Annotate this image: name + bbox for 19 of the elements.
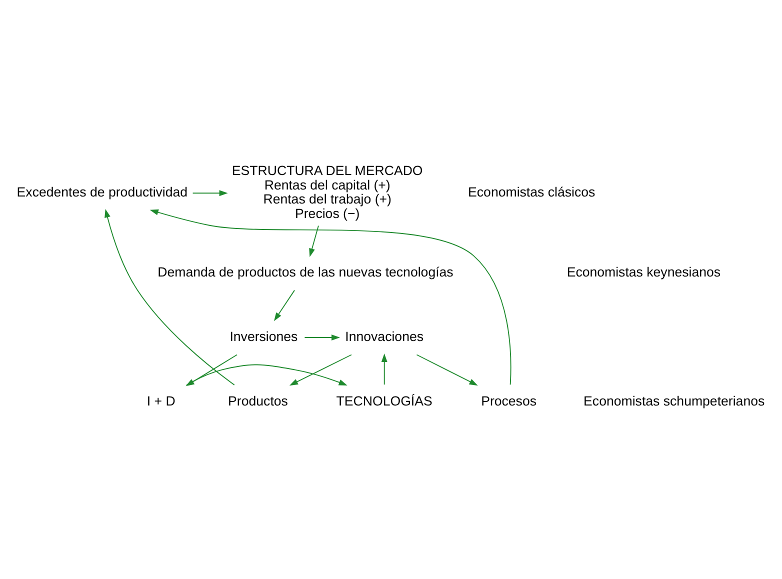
node-text: Demanda de productos de las nuevas tecnologías (158, 264, 454, 279)
node-text: Innovaciones (345, 328, 424, 344)
node-text: Productos (228, 393, 288, 408)
node-text: I + D (146, 393, 176, 408)
label: Economistas keynesianos (566, 264, 721, 279)
arrow (416, 354, 478, 386)
node-text: Inversiones (230, 328, 298, 344)
label: Economistas schumpeterianos (584, 393, 765, 408)
node-text: Procesos (481, 393, 537, 408)
arrow (381, 352, 388, 385)
node-text: ESTRUCTURA DEL MERCADO Rentas del capital (+) Rentas del trabajo (+) Precios (−) (232, 162, 423, 220)
arrow (304, 334, 340, 340)
arrow (289, 354, 352, 386)
arrow (192, 190, 228, 196)
arrow (309, 224, 319, 257)
node-text: Excedentes de productividad (16, 184, 188, 200)
arrow (274, 289, 295, 321)
label: Economistas clásicos (468, 184, 596, 200)
node-text: TECNOLOGÍAS (336, 393, 432, 408)
